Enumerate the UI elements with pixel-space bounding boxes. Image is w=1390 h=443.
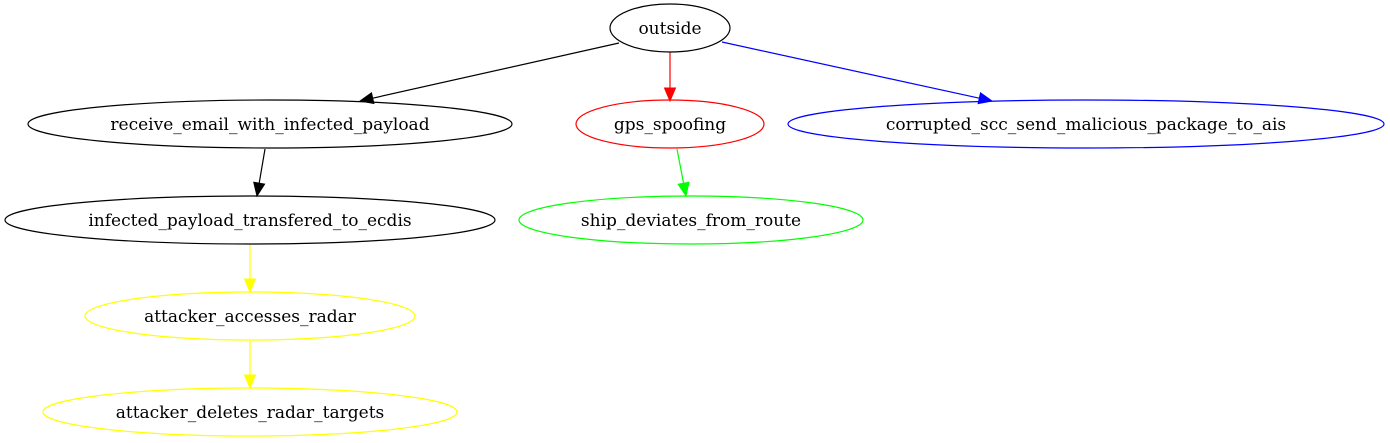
node-ellipse — [609, 3, 731, 53]
node-ellipse — [27, 99, 513, 149]
edge-attacker_radar-to-attacker_deletes — [243, 341, 257, 390]
edge-line — [258, 148, 266, 184]
node-label: gps_spoofing — [614, 115, 726, 135]
node-ellipse — [42, 387, 458, 437]
node-gps_spoofing: gps_spoofing — [575, 99, 765, 149]
node-ellipse — [4, 195, 496, 245]
edge-outside-to-corrupted_scc — [721, 41, 994, 105]
node-ellipse — [787, 99, 1385, 149]
edge-receive_email-to-infected_payload — [253, 148, 266, 198]
arrowhead-icon — [253, 181, 266, 198]
node-label: corrupted_scc_send_malicious_package_to_… — [886, 115, 1286, 135]
node-ellipse — [84, 291, 416, 341]
node-attacker_deletes: attacker_deletes_radar_targets — [42, 387, 458, 437]
edge-line — [676, 148, 685, 184]
arrowhead-icon — [663, 87, 677, 103]
node-ellipse — [575, 99, 765, 149]
edge-line — [372, 42, 620, 99]
nodes-layer: outside receive_email_with_infected_paylo… — [4, 3, 1385, 437]
node-label: attacker_deletes_radar_targets — [116, 403, 385, 423]
edge-gps_spoofing-to-ship_deviates — [676, 148, 690, 198]
node-infected_payload: infected_payload_transfered_to_ecdis — [4, 195, 496, 245]
node-corrupted_scc: corrupted_scc_send_malicious_package_to_… — [787, 99, 1385, 149]
edge-line — [721, 41, 980, 99]
edge-outside-to-gps_spoofing — [663, 52, 677, 103]
node-label: infected_payload_transfered_to_ecdis — [88, 211, 411, 231]
node-ship_deviates: ship_deviates_from_route — [518, 195, 864, 245]
node-label: receive_email_with_infected_payload — [110, 115, 429, 135]
edge-infected_payload-to-attacker_radar — [243, 245, 257, 294]
edge-outside-to-receive_email — [358, 42, 620, 105]
node-label: ship_deviates_from_route — [581, 211, 801, 231]
node-ellipse — [518, 195, 864, 245]
node-label: outside — [638, 19, 701, 39]
arrowhead-icon — [243, 374, 257, 390]
node-outside: outside — [609, 3, 731, 53]
node-label: attacker_accesses_radar — [144, 307, 357, 327]
edges-layer — [243, 41, 994, 390]
node-attacker_radar: attacker_accesses_radar — [84, 291, 416, 341]
node-receive_email: receive_email_with_infected_payload — [27, 99, 513, 149]
arrowhead-icon — [677, 181, 690, 198]
arrowhead-icon — [243, 278, 257, 294]
